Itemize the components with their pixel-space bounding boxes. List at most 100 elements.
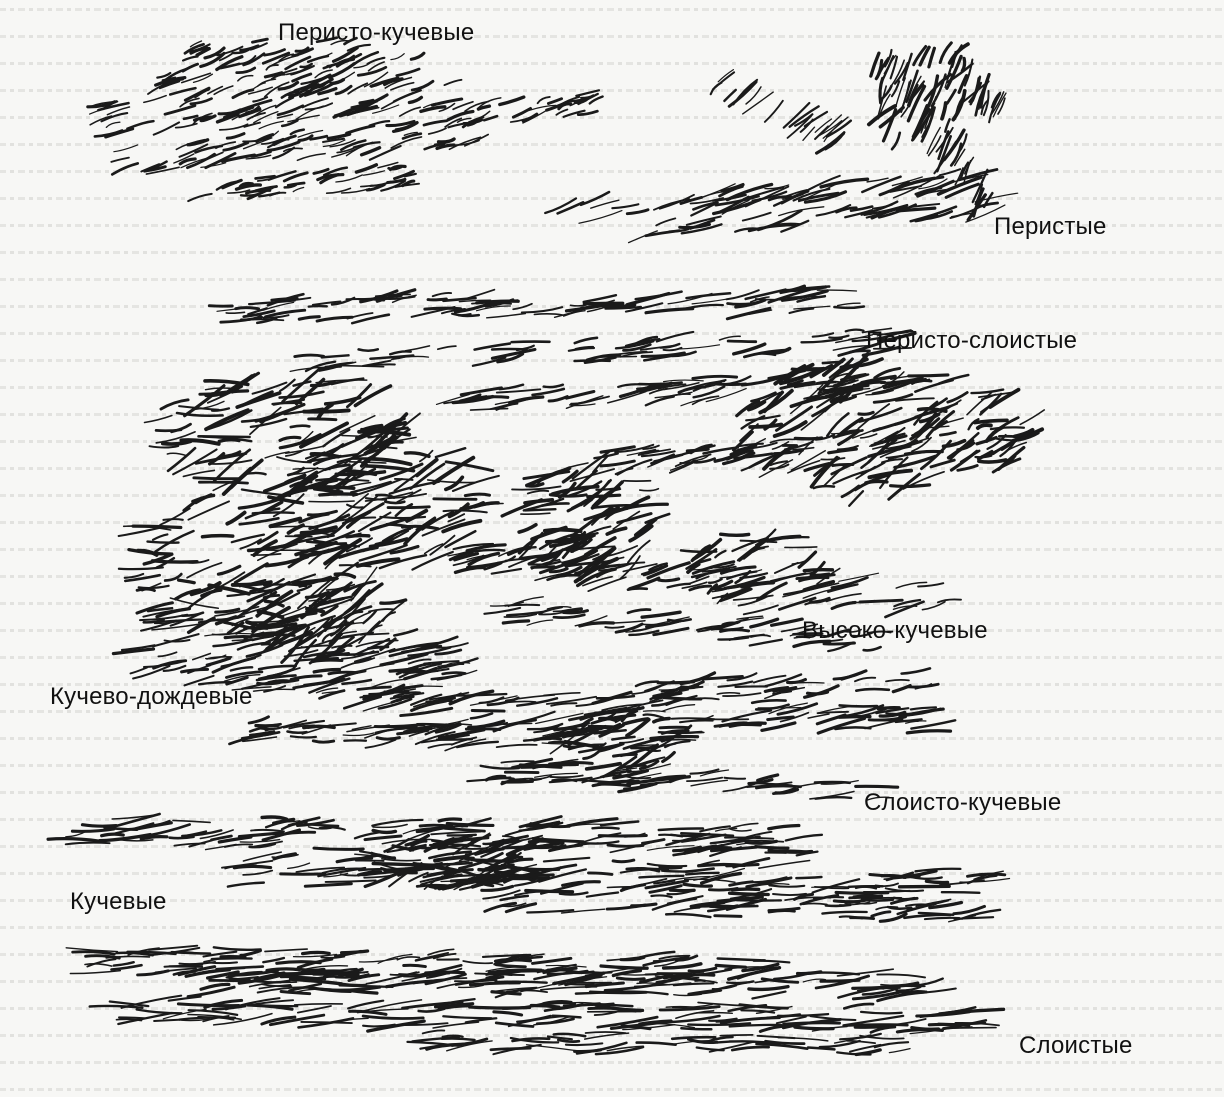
sketch-stroke — [718, 959, 765, 961]
sketch-stroke — [341, 983, 367, 984]
sketch-stroke — [463, 961, 492, 963]
sketch-stroke — [724, 90, 735, 101]
sketch-stroke — [262, 817, 286, 819]
sketch-stroke — [566, 1043, 602, 1045]
sketch-stroke — [666, 914, 710, 917]
sketch-stroke — [823, 362, 842, 363]
sketch-stroke — [501, 761, 533, 762]
sketch-stroke — [912, 877, 942, 879]
sketch-stroke — [569, 463, 588, 467]
sketch-stroke — [309, 419, 336, 420]
sketch-stroke — [590, 992, 646, 993]
sketch-stroke — [750, 640, 782, 646]
sketch-stroke — [874, 395, 912, 403]
sketch-stroke — [472, 550, 504, 552]
sketch-stroke — [907, 731, 950, 733]
sketch-stroke — [654, 719, 669, 722]
sketch-stroke — [510, 397, 543, 403]
sketch-stroke — [298, 1006, 331, 1013]
sketch-stroke — [412, 552, 452, 570]
sketch-stroke — [773, 894, 806, 895]
sketch-stroke — [120, 840, 153, 841]
sketch-stroke — [942, 892, 980, 893]
sketch-stroke — [659, 835, 682, 837]
sketch-stroke — [717, 693, 739, 694]
sketch-stroke — [291, 130, 304, 135]
sketch-stroke — [584, 752, 599, 759]
sketch-stroke — [916, 869, 961, 872]
sketch-stroke — [588, 577, 626, 591]
cumulus-cloud-sketch — [48, 814, 1009, 985]
sketch-stroke — [362, 148, 380, 155]
sketch-stroke — [919, 409, 946, 411]
sketch-stroke — [405, 453, 429, 457]
sketch-stroke — [314, 848, 363, 849]
sketch-stroke — [158, 652, 176, 656]
sketch-stroke — [244, 473, 265, 474]
sketch-stroke — [575, 360, 610, 361]
sketch-stroke — [692, 299, 728, 304]
sketch-stroke — [544, 858, 589, 862]
sketch-stroke — [751, 354, 775, 356]
sketch-stroke — [515, 891, 543, 895]
sketch-stroke — [150, 446, 179, 448]
sketch-stroke — [729, 823, 758, 828]
sketch-stroke — [548, 1036, 572, 1039]
sketch-stroke — [404, 965, 426, 966]
sketch-stroke — [119, 1018, 144, 1019]
sketch-stroke — [613, 512, 639, 530]
sketch-stroke — [167, 453, 187, 455]
sketch-stroke — [686, 869, 714, 872]
sketch-stroke — [347, 126, 374, 133]
sketch-stroke — [659, 828, 703, 830]
sketch-stroke — [466, 729, 500, 730]
sketch-stroke — [395, 479, 413, 480]
sketch-stroke — [686, 873, 718, 875]
sketch-stroke — [617, 978, 644, 979]
sketch-stroke — [616, 468, 633, 474]
sketch-stroke — [768, 537, 800, 541]
sketch-stroke — [340, 985, 393, 987]
sketch-stroke — [672, 1037, 715, 1039]
sketch-stroke — [210, 980, 243, 981]
sketch-stroke — [214, 947, 261, 949]
sketch-stroke — [610, 621, 645, 623]
sketch-stroke — [582, 842, 619, 844]
sketch-stroke — [238, 76, 253, 81]
sketch-stroke — [231, 667, 252, 670]
sketch-stroke — [979, 460, 1006, 462]
sketch-stroke — [642, 612, 680, 617]
sketch-stroke — [527, 620, 553, 625]
sketch-stroke — [141, 837, 167, 839]
sketch-stroke — [280, 392, 324, 398]
sketch-stroke — [144, 96, 166, 103]
sketch-stroke — [48, 839, 100, 842]
sketch-stroke — [423, 1030, 445, 1033]
cumulonimbus-cloud-sketch — [113, 370, 669, 711]
sketch-stroke — [218, 566, 239, 574]
sketch-stroke — [838, 303, 860, 305]
sketch-stroke — [786, 835, 822, 841]
sketch-stroke — [721, 630, 749, 632]
sketch-stroke — [438, 346, 456, 349]
sketch-stroke — [938, 599, 961, 602]
sketch-stroke — [400, 107, 420, 116]
sketch-stroke — [892, 133, 900, 149]
cirrus-cloud-sketch — [545, 43, 1018, 243]
stratocumulus-cloud-sketch — [230, 668, 956, 800]
sketch-stroke — [697, 1013, 733, 1014]
sketch-stroke — [507, 612, 542, 615]
sketch-stroke — [372, 820, 422, 826]
sketch-stroke — [721, 534, 749, 535]
sketch-stroke — [183, 57, 198, 61]
sketch-stroke — [550, 495, 586, 496]
sketch-stroke — [648, 864, 687, 866]
sketch-stroke — [492, 778, 514, 779]
sketch-stroke — [637, 1043, 676, 1045]
sketch-stroke — [106, 956, 149, 958]
sketch-stroke — [461, 388, 501, 395]
sketch-stroke — [658, 682, 693, 683]
sketch-stroke — [497, 745, 537, 747]
label-stratus: Слоистые — [1019, 1032, 1133, 1060]
